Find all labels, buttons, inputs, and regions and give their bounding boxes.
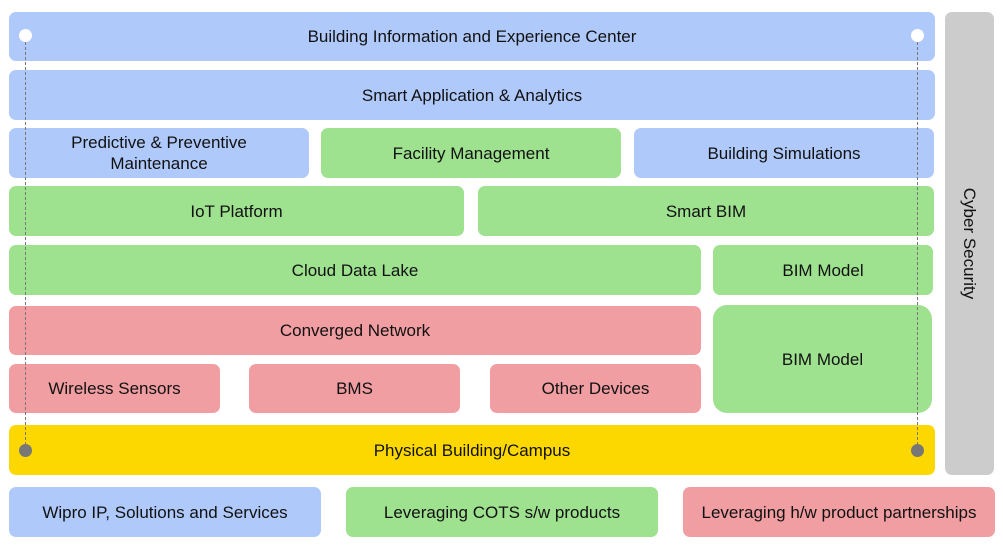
- smart-application-label: Smart Application & Analytics: [361, 85, 583, 105]
- left-bottom-endpoint-icon: [19, 444, 32, 457]
- left-connector-line: [25, 42, 26, 450]
- bms-block: BMS: [249, 364, 460, 413]
- predictive-maintenance-label: Predictive & Preventive Maintenance: [71, 133, 247, 173]
- other-devices-block: Other Devices: [490, 364, 701, 413]
- legend-item-cots: Leveraging COTS s/w products: [346, 487, 658, 537]
- legend-item-hardware: Leveraging h/w product partnerships: [683, 487, 995, 537]
- bim-model-top-label: BIM Model: [782, 260, 864, 280]
- legend-label: Leveraging h/w product partnerships: [701, 502, 977, 522]
- experience-center-layer: Building Information and Experience Cent…: [9, 12, 935, 61]
- physical-building-label: Physical Building/Campus: [373, 440, 571, 460]
- facility-management-block: Facility Management: [321, 128, 621, 178]
- iot-platform-label: IoT Platform: [190, 201, 283, 221]
- legend-item-wipro: Wipro IP, Solutions and Services: [9, 487, 321, 537]
- experience-center-label: Building Information and Experience Cent…: [307, 27, 637, 46]
- wireless-sensors-block: Wireless Sensors: [9, 364, 220, 413]
- smart-bim-block: Smart BIM: [478, 186, 934, 236]
- legend-label: Wipro IP, Solutions and Services: [42, 502, 288, 522]
- smart-application-layer: Smart Application & Analytics: [9, 70, 935, 120]
- right-connector-line: [917, 42, 918, 450]
- other-devices-label: Other Devices: [541, 379, 650, 398]
- right-bottom-endpoint-icon: [911, 444, 924, 457]
- right-top-endpoint-icon: [911, 29, 924, 42]
- building-simulations-block: Building Simulations: [634, 128, 934, 178]
- cloud-data-lake-label: Cloud Data Lake: [291, 260, 419, 280]
- left-top-endpoint-icon: [19, 29, 32, 42]
- cyber-security-bar: Cyber Security: [945, 12, 994, 475]
- physical-building-layer: Physical Building/Campus: [9, 425, 935, 475]
- bms-label: BMS: [336, 379, 373, 398]
- wireless-sensors-label: Wireless Sensors: [48, 379, 181, 398]
- cyber-security-label: Cyber Security: [960, 187, 980, 300]
- building-simulations-label: Building Simulations: [707, 143, 861, 163]
- bim-model-bottom-label: BIM Model: [781, 349, 864, 369]
- converged-network-block: Converged Network: [9, 306, 701, 355]
- facility-management-label: Facility Management: [392, 143, 550, 163]
- cloud-data-lake-block: Cloud Data Lake: [9, 245, 701, 295]
- iot-platform-block: IoT Platform: [9, 186, 464, 236]
- converged-network-label: Converged Network: [279, 321, 431, 340]
- legend-label: Leveraging COTS s/w products: [383, 502, 621, 522]
- bim-model-top-block: BIM Model: [713, 245, 933, 295]
- bim-model-bottom-block: BIM Model: [713, 305, 932, 413]
- smart-bim-label: Smart BIM: [665, 201, 747, 221]
- predictive-maintenance-block: Predictive & Preventive Maintenance: [9, 128, 309, 178]
